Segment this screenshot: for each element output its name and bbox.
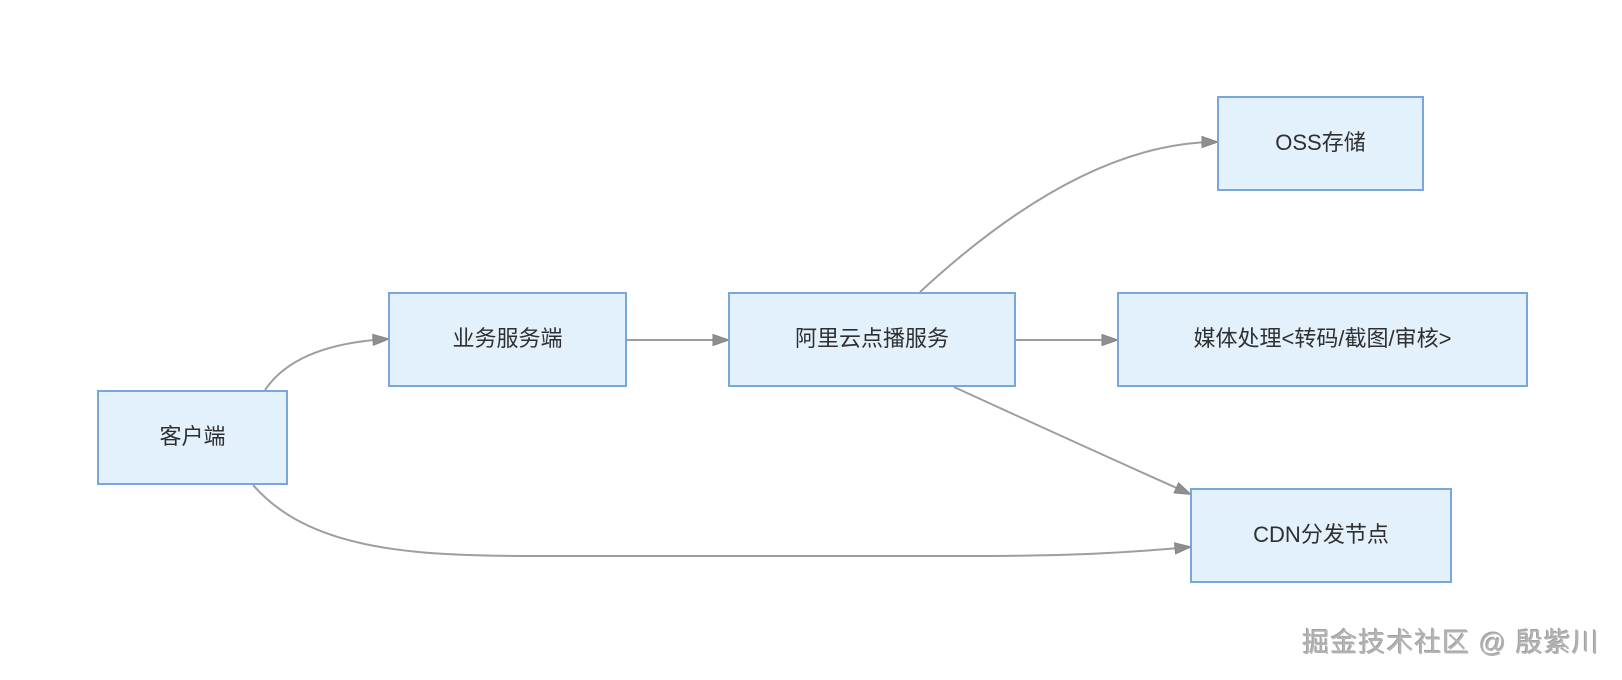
- node-client: 客户端: [97, 390, 288, 485]
- node-client-label: 客户端: [159, 424, 226, 450]
- node-oss-storage-label: OSS存储: [1275, 130, 1366, 156]
- node-media-processing-label: 媒体处理<转码/截图/审核>: [1193, 326, 1452, 352]
- edge-aliyun-vod-to-cdn-node: [953, 386, 1190, 494]
- watermark: 掘金技术社区 @ 殷紫川: [1302, 628, 1600, 658]
- node-aliyun-vod: 阿里云点播服务: [728, 292, 1016, 387]
- edge-client-to-business-server: [264, 339, 388, 391]
- node-oss-storage: OSS存储: [1217, 96, 1424, 191]
- node-aliyun-vod-label: 阿里云点播服务: [794, 326, 949, 352]
- node-cdn-node-label: CDN分发节点: [1253, 522, 1389, 548]
- edge-client-to-cdn-node: [252, 484, 1190, 557]
- node-business-server-label: 业务服务端: [452, 326, 563, 352]
- node-cdn-node: CDN分发节点: [1190, 488, 1452, 583]
- node-business-server: 业务服务端: [388, 292, 627, 387]
- node-media-processing: 媒体处理<转码/截图/审核>: [1117, 292, 1528, 387]
- edge-aliyun-vod-to-oss-storage: [919, 142, 1217, 293]
